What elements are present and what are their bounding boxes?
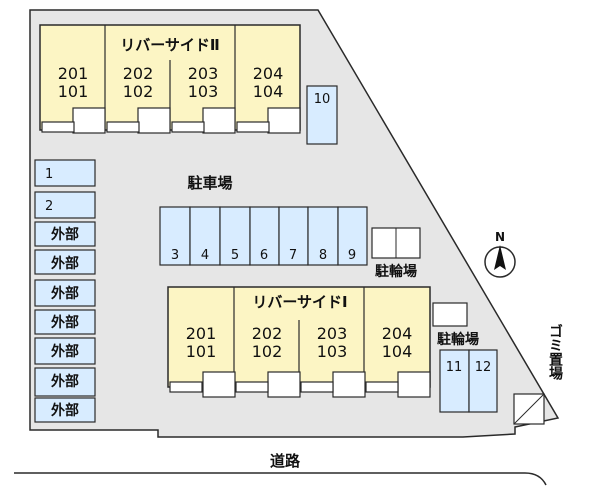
parking-number: 11: [446, 360, 463, 375]
entrance-notch: [202, 107, 236, 134]
garbage-label: ゴミ置場: [547, 323, 563, 381]
entrance-notch: [397, 371, 431, 398]
unit-upper: 201: [58, 64, 89, 83]
parking-number: 9: [348, 248, 356, 263]
road: 道路: [14, 452, 547, 486]
parking-number: 外部: [51, 255, 79, 272]
parking-number: 外部: [51, 285, 79, 302]
building-2-name: リバーサイドⅡ: [120, 36, 220, 54]
building-riverside-2: リバーサイドⅡ 201 101 202 102 203 103 204 104: [39, 24, 301, 134]
north-label: N: [495, 230, 505, 244]
entrance-notch: [332, 371, 366, 398]
bicycle-parking-1: 駐輪場: [371, 227, 421, 280]
parking-number: 2: [45, 199, 53, 214]
north-arrow: N: [484, 230, 516, 278]
parking-number: 6: [260, 248, 268, 263]
porch-strip: [300, 381, 334, 393]
unit-upper: 204: [382, 324, 413, 343]
unit-lower: 102: [252, 342, 283, 361]
unit-upper: 204: [253, 64, 284, 83]
unit-lower: 104: [382, 342, 413, 361]
unit-lower: 104: [253, 82, 284, 101]
bicycle-parking-label: 駐輪場: [375, 263, 417, 280]
parking-number: 4: [201, 248, 209, 263]
garbage-area: ゴミ置場: [513, 323, 563, 425]
unit-lower: 101: [58, 82, 89, 101]
entrance-notch: [137, 107, 171, 134]
parking-number: 外部: [51, 373, 79, 390]
parking-left-column: 1 2 外部 外部 外部 外部 外部 外部 外部: [34, 159, 96, 423]
bicycle-parking-label: 駐輪場: [437, 331, 479, 348]
entrance-notch: [267, 107, 301, 134]
parking-number: 外部: [51, 402, 79, 419]
unit-upper: 203: [188, 64, 219, 83]
unit-upper: 203: [317, 324, 348, 343]
entrance-notch: [267, 371, 301, 398]
parking-number: 5: [231, 248, 239, 263]
parking-center-row: 3 4 5 6 7 8 9: [159, 206, 368, 266]
parking-number: 8: [319, 248, 327, 263]
parking-number: 10: [314, 92, 331, 107]
unit-upper: 202: [123, 64, 154, 83]
building-1-name: リバーサイドⅠ: [252, 293, 347, 311]
parking-number: 7: [289, 248, 297, 263]
entrance-notch: [72, 107, 106, 134]
unit-lower: 103: [317, 342, 348, 361]
porch-strip: [236, 121, 270, 133]
unit-upper: 201: [186, 324, 217, 343]
parking-bottom-right: 11 12: [439, 349, 498, 413]
entrance-notch: [202, 371, 236, 398]
parking-number: 1: [45, 167, 53, 182]
porch-strip: [171, 121, 205, 133]
porch-strip: [106, 121, 140, 133]
unit-upper: 202: [252, 324, 283, 343]
unit-lower: 102: [123, 82, 154, 101]
unit-lower: 101: [186, 342, 217, 361]
porch-strip: [365, 381, 399, 393]
parking-number: 外部: [51, 343, 79, 360]
porch-strip: [41, 121, 75, 133]
parking-number: 外部: [51, 226, 79, 243]
building-riverside-1: リバーサイドⅠ 201 101 202 102 203 103 204 104: [167, 286, 431, 398]
parking-number: 外部: [51, 314, 79, 331]
road-label: 道路: [270, 452, 301, 470]
bicycle-parking-2: 駐輪場: [432, 302, 479, 348]
unit-lower: 103: [188, 82, 219, 101]
parking-space-10: 10: [306, 85, 338, 145]
porch-strip: [235, 381, 269, 393]
porch-strip: [169, 381, 203, 393]
parking-lot-label: 駐車場: [187, 174, 232, 192]
parking-number: 12: [475, 360, 492, 375]
parking-number: 3: [171, 248, 179, 263]
